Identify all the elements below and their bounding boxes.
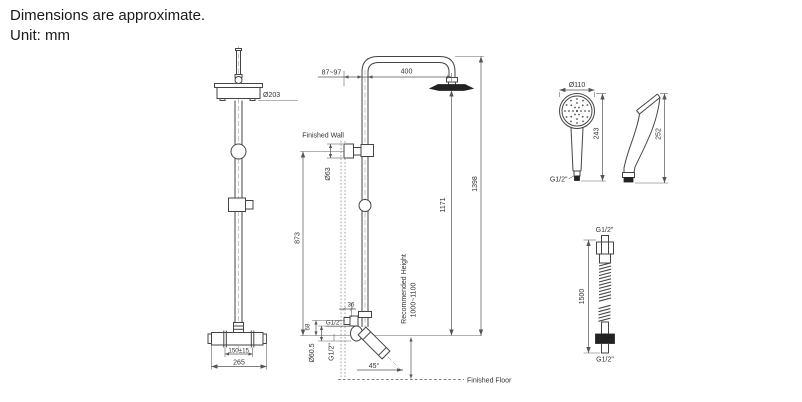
label-hose-top-thread: G1/2" [596,227,614,234]
label-hand-shower-diameter: Ø110 [569,82,586,89]
drawing-notes: Dimensions are approximate. Unit: mm [10,6,205,47]
hand-shower-handle [570,127,574,172]
dim-spout-angle: 45° [357,362,403,372]
label-finished-floor: Finished Floor [467,378,512,385]
label-spout-escutcheon: Ø60.5 [309,343,316,362]
label-hand-shower-thread: G1/2" [550,177,568,184]
shower-hose: G1/2" G1/2" 1500 [579,227,615,364]
dim-valve-width: 265 [211,335,267,370]
dim-total-height: 1398 [455,56,484,336]
label-hose-bottom-thread: G1/2" [596,357,614,364]
hose-top-nut [596,241,614,255]
dim-spout-escutcheon: Ø60.5 [309,325,351,363]
dim-hose-length: 1500 [579,239,600,354]
slider-bracket [228,197,246,212]
ball-joint [234,76,243,84]
dim-arm: 87~97 400 [318,69,452,86]
label-spout-thread: G1/2" [329,343,336,361]
dim-outlet-drop: 68 [305,320,345,336]
shower-column-side-view: Ø203 150±15 [207,46,298,370]
label-outlet-offset: 36 [348,302,355,309]
slider-knob [358,199,372,212]
label-escutcheon-diameter: Ø63 [325,167,332,180]
nozzle-pattern [564,98,590,124]
dim-spout-thread: G1/2" [329,334,336,361]
dim-bracket-height: 873 [295,151,344,336]
dim-inlet-thread: G1/2" [325,320,350,327]
label-arm-length: 400 [401,69,413,76]
hose-bottom-fitting [595,333,615,344]
shower-arm [361,56,456,78]
label-hose-length: 1500 [579,289,586,305]
dim-outlet-offset: 36 [339,302,356,317]
pipe-union [230,143,247,160]
label-recommended-height: Recommended Height [401,254,408,324]
dim-hand-shower-thread: G1/2" [550,175,575,184]
label-side-height: 252 [656,128,663,140]
wall-bracket [343,143,374,159]
tub-spout [357,326,391,360]
note-approximate: Dimensions are approximate. [10,7,206,24]
rain-head-side [214,83,263,101]
label-finished-wall: Finished Wall [302,133,344,140]
label-recommended-range: 1000~1100 [411,283,418,318]
hose-coil-upper [598,262,612,302]
rain-shower-head [428,84,475,91]
label-front-height: 243 [594,128,601,140]
label-valve-width: 265 [233,359,245,366]
valve-inlet [343,311,372,327]
dim-recommended-height: Recommended Height 1000~1100 [401,254,418,379]
label-bracket-height: 873 [295,232,302,244]
hose-coil-lower [598,304,611,322]
label-spout-angle: 45° [369,362,380,370]
label-head-height: 1171 [440,197,447,212]
thermostatic-valve [207,330,267,348]
label-inlet-spacing: 150±15 [228,347,249,354]
label-outlet-drop: 68 [305,323,312,330]
label-total-height: 1398 [472,176,479,192]
dim-head-height: 1171 [440,90,454,336]
dim-inlet-spacing: 150±15 [224,347,253,357]
dim-escutcheon: Ø63 [325,143,343,181]
label-head-diameter: Ø203 [263,92,280,99]
hand-shower-front-view: Ø110 243 G1/2" [550,82,606,184]
label-wall-offset: 87~97 [322,70,342,77]
note-units: Unit: mm [10,27,70,45]
dim-hand-shower-side-height: 252 [635,93,668,184]
dim-hand-shower-front-height: 243 [581,93,606,182]
shower-column-front-view: Finished Wall 87~97 [295,56,512,385]
label-inlet-thread: G1/2" [326,320,342,327]
dim-hand-shower-diameter: Ø110 [559,82,595,97]
hand-shower-side-view: 252 [622,93,668,184]
